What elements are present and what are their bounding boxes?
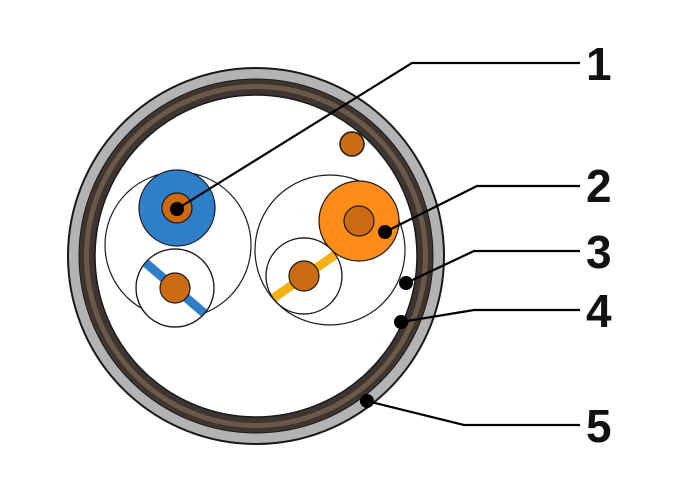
callout-3-dot [399,276,413,290]
blue-white-insulation-outline [135,248,215,328]
callout-5-dot [360,394,374,408]
callout-2-leader [378,184,580,239]
drain-wire [339,131,365,157]
callout-4-dot [394,315,408,329]
callout-5-label: 5 [586,400,612,452]
callout-2-label: 2 [586,160,612,212]
callout-1-leader [170,61,580,216]
yellow-white-insulation-outline [265,237,343,315]
callout-3-leader [399,249,580,290]
callout-1-dot [170,202,184,216]
callout-2-dot [378,225,392,239]
yellow-white-conductor [288,260,320,292]
pair-orange [254,174,406,326]
callout-4-label: 4 [586,285,612,337]
orange-conductor [343,205,375,237]
callout-1-label: 1 [586,38,612,90]
callout-4-leader [394,308,580,329]
callout-5-leader [360,394,580,427]
blue-white-conductor [159,272,191,304]
pair-blue [104,169,252,328]
callout-3-label: 3 [586,226,612,278]
